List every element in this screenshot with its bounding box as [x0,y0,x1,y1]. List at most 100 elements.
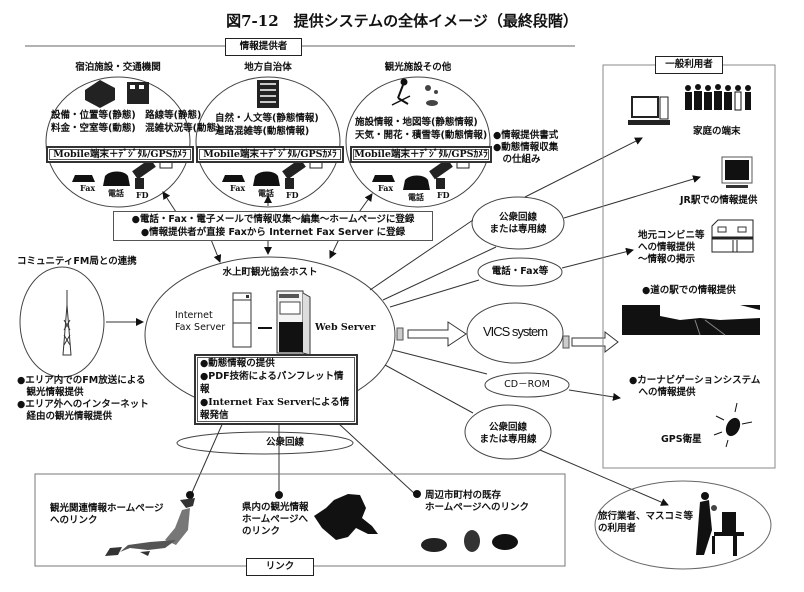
skier-icon [391,78,411,106]
tourism-hp-link-label-1: 観光関連情報ホームページ [50,503,164,514]
convenience-store-icon [711,219,754,253]
arrow-to-travel-agents [539,449,669,506]
collection-line-2: ●情報提供者が直接 Faxから Internet Fax Server に登録 [140,227,406,238]
fax-server-label-2: Fax Server [175,322,226,333]
municipal-photo-3 [492,534,518,550]
provider-circle-lodging [45,76,191,208]
arrow-to-carnav [568,389,621,401]
travel-agents-label-1: 旅行業者、マスコミ等 [598,511,694,522]
gps-satellite-icon [713,402,753,448]
arrow-to-home [524,137,643,198]
provider-info-lodging-1: 設備・位置等(静態) 路線等(静態) [51,110,202,121]
phone-label-lodging: 電話 [108,189,124,198]
vics-ellipse [466,302,564,364]
public-line-2-label-1: 公衆回線 [488,422,527,433]
link-dot-2 [275,491,283,499]
travel-agents-label-2: の利用者 [598,523,637,534]
tourism-hp-link-label-2: へのリンク [50,515,98,526]
provider-devices-municipality [222,158,323,189]
provider-info-municipality-1: 自然・人文等(静態情報) [215,113,319,124]
fax-server-label-1: Internet [175,310,213,321]
provider-note-1: ●情報提供書式 [493,130,559,141]
travel-agents-ellipse [594,480,772,570]
public-line-1-label-1: 公衆回線 [498,212,537,223]
provider-info-municipality-2: 道路混雑等(動態情報) [215,126,310,137]
fax-label-tourism: Fax [378,183,394,193]
provider-name-lodging: 宿泊施設・交通機関 [75,62,161,73]
cdrom-label: CD－ROM [504,379,550,390]
figure-title: 図7-12 提供システムの全体イメージ（最終段階） [226,12,578,30]
convenience-label-2: への情報提供 [638,242,696,253]
public-line-ellipse-1 [471,196,565,250]
vics-arrow-in [396,321,467,347]
collection-process-box: ●電話・Fax・電子メールで情報収集～編集～ホームページに登録 ●情報提供者が直… [113,211,433,241]
fm-note-4: 経由の観光情報提供 [17,411,113,422]
provider-circle-municipality [195,76,341,208]
phone-label-municipality: 電話 [258,189,274,198]
host-title: 水上町観光協会ホスト [222,267,318,278]
provider-info-tourism-1: 施設情報・地図等(静態情報) [355,117,478,128]
phone-label-tourism: 電話 [408,193,424,202]
web-server-icon [276,290,311,356]
provider-note-2: ●動態情報収集 [493,142,559,153]
providers-label: 情報提供者 [225,38,302,56]
provider-name-municipality: 地方自治体 [244,62,292,73]
arrow-to-host-left [209,236,222,263]
host-feature-1: ●動態情報の提供 [200,358,275,369]
users-label: 一般利用者 [655,56,723,74]
japan-map-icon [105,498,195,556]
public-line-3-label: 公衆回線 [265,437,304,448]
fd-label-municipality: FD [286,190,299,200]
carnav-label-1: ●カーナビゲーションシステム [629,375,761,386]
hotel-icon [85,80,115,108]
municipal-photo-1 [421,538,447,552]
road-landscape-icon [622,295,760,336]
fax-label-municipality: Fax [230,183,246,193]
flowers-icon [425,85,438,106]
host-to-public-line-1b [382,246,497,301]
mobile-terminal-box-tourism: Mobile端末＋ﾃﾞｼﾞﾀﾙ/GPSｶﾒﾗ [350,146,492,163]
mobile-terminal-box-municipality: Mobile端末＋ﾃﾞｼﾞﾀﾙ/GPSｶﾒﾗ [196,146,344,163]
municipal-hp-link-label-1: 周辺市町村の既存 [425,490,502,501]
people-icon [685,84,751,111]
office-workers-icon [696,492,744,556]
jr-station-label: JR駅での情報提供 [680,195,758,206]
vics-arrow-out [562,330,619,354]
mobile-terminal-box-lodging: Mobile端末＋ﾃﾞｼﾞﾀﾙ/GPSｶﾒﾗ [46,146,194,163]
radio-tower-icon [62,290,72,356]
public-line-1-label-2: または専用線 [489,224,547,235]
fd-label-tourism: FD [437,190,450,200]
prefecture-map-icon [314,494,378,540]
fm-title: コミュニティFM局との連携 [17,256,137,267]
home-pc-icon [628,96,670,125]
link-dot-3 [413,490,421,498]
line-to-tourism-hp [189,410,229,498]
prefecture-hp-link-label-1: 県内の観光情報 [242,502,309,513]
link-section-label: リンク [246,558,314,576]
vics-label: VICS system [482,324,548,339]
building-icon [257,80,279,108]
provider-circle-tourism [345,76,491,208]
collection-line-1: ●電話・Fax・電子メールで情報収集～編集～ホームページに登録 [131,214,415,225]
monitor-icon [721,156,753,188]
convenience-label-1: 地元コンビニ等 [638,230,705,241]
host-to-public-line-2 [384,364,474,414]
fm-note-1: ●エリア内でのFM放送による [17,375,146,386]
cdrom-ellipse [484,372,570,398]
phone-fax-ellipse [477,257,563,287]
fm-note-2: 観光情報提供 [17,387,84,398]
municipal-photo-2 [464,530,480,552]
web-server-label: Web Server [315,322,376,333]
host-to-phone-fax [389,279,480,308]
arrow-to-convenience [561,247,634,269]
host-features-box: ●動態情報の提供 ●PDF技術によるパンフレット情報 ●Internet Fax… [194,354,358,425]
convenience-label-3: ～情報の掲示 [638,254,696,265]
fd-label-lodging: FD [136,190,149,200]
provider-info-tourism-2: 天気・開花・積雪等(動態情報) [355,130,488,141]
home-terminal-label: 家庭の端末 [693,126,741,137]
link-dot-1 [186,491,194,499]
provider-devices-tourism [372,158,470,190]
provider-name-tourism: 観光施設その他 [384,62,452,73]
fm-note-3: ●エリア外へのインターネット [17,399,149,410]
